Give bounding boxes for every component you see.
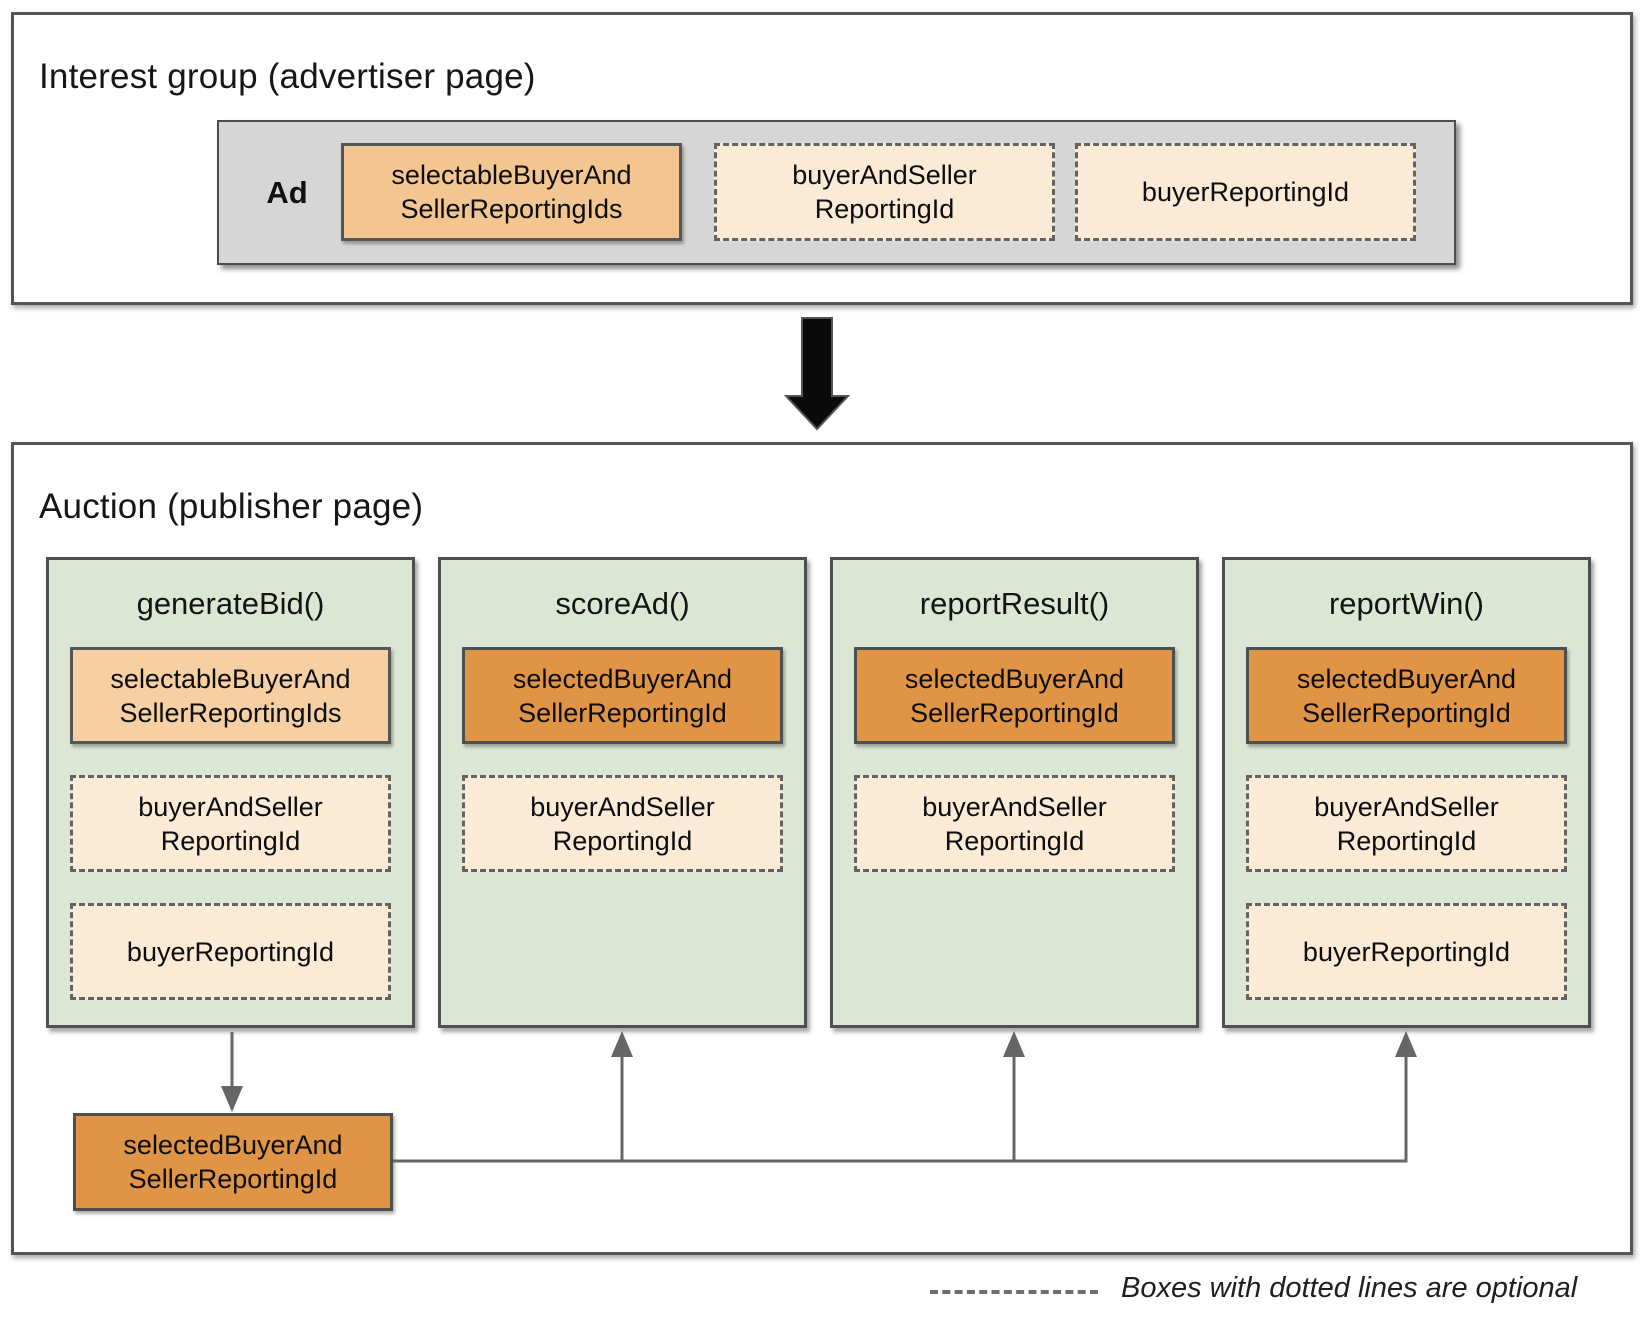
scoread-function-title: scoreAd() [555, 586, 690, 621]
box-buyer-and-seller-reporting-id: buyerAndSeller ReportingId [714, 143, 1055, 241]
box-buyer-and-seller-reporting-id: buyerAndSeller ReportingId [1246, 775, 1567, 872]
column-reportresult: reportResult() selectedBuyerAnd SellerRe… [830, 557, 1199, 1028]
flow-down-arrow-icon [783, 317, 851, 431]
box-selectable-buyer-and-seller-reporting-ids: selectableBuyerAnd SellerReportingIds [70, 647, 391, 744]
box-selected-buyer-and-seller-reporting-id: selectedBuyerAnd SellerReportingId [1246, 647, 1567, 744]
generatebid-function-title: generateBid() [136, 586, 325, 621]
legend-dashed-line-sample [930, 1290, 1098, 1294]
box-selected-buyer-and-seller-reporting-id: selectedBuyerAnd SellerReportingId [462, 647, 783, 744]
box-buyer-reporting-id: buyerReportingId [1246, 903, 1567, 1000]
box-buyer-reporting-id: buyerReportingId [70, 903, 391, 1000]
legend-text: Boxes with dotted lines are optional [1121, 1272, 1578, 1304]
box-selectable-buyer-and-seller-reporting-ids: selectableBuyerAnd SellerReportingIds [341, 143, 682, 241]
box-selected-buyer-and-seller-reporting-id: selectedBuyerAnd SellerReportingId [854, 647, 1175, 744]
box-buyer-and-seller-reporting-id: buyerAndSeller ReportingId [854, 775, 1175, 872]
column-scoread: scoreAd() selectedBuyerAnd SellerReporti… [438, 557, 807, 1028]
box-buyer-reporting-id: buyerReportingId [1075, 143, 1416, 241]
box-buyer-and-seller-reporting-id: buyerAndSeller ReportingId [70, 775, 391, 872]
auction-title: Auction (publisher page) [39, 487, 424, 526]
column-reportwin: reportWin() selectedBuyerAnd SellerRepor… [1222, 557, 1591, 1028]
box-buyer-and-seller-reporting-id: buyerAndSeller ReportingId [462, 775, 783, 872]
reportwin-function-title: reportWin() [1328, 586, 1484, 621]
interest-group-title: Interest group (advertiser page) [39, 57, 536, 96]
column-generatebid: generateBid() selectableBuyerAnd SellerR… [46, 557, 415, 1028]
interest-group-panel: Interest group (advertiser page) Ad sele… [11, 12, 1633, 305]
ad-container: Ad selectableBuyerAnd SellerReportingIds… [217, 120, 1456, 265]
reportresult-function-title: reportResult() [919, 586, 1110, 621]
ad-label: Ad [266, 174, 308, 210]
box-selected-buyer-and-seller-reporting-id-output: selectedBuyerAnd SellerReportingId [73, 1113, 393, 1211]
